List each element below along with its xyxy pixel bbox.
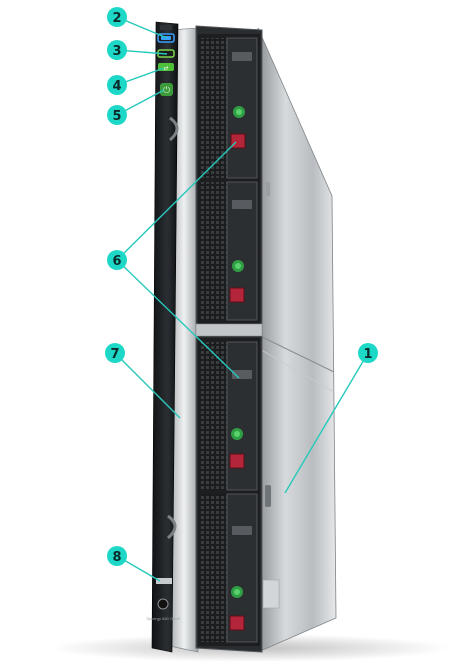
svg-text:3: 3 <box>112 44 121 59</box>
callout-line-6b <box>116 259 240 379</box>
drive-release-button[interactable] <box>232 52 252 61</box>
drive-activity-led-highlight <box>236 109 242 115</box>
drive-latch[interactable] <box>230 133 246 149</box>
drive-latch[interactable] <box>229 615 245 631</box>
svg-text:2: 2 <box>112 11 121 26</box>
side-rail <box>257 334 335 373</box>
handle-release-lever[interactable] <box>156 578 172 584</box>
callout-1: 1 <box>358 343 378 363</box>
svg-text:7: 7 <box>110 347 119 362</box>
callout-4: 4 <box>107 75 127 95</box>
section-divider <box>195 323 263 337</box>
power-icon: ⏻ <box>163 85 170 96</box>
drive-bay-3[interactable] <box>201 341 258 491</box>
handle-grip-upper[interactable] <box>168 116 179 142</box>
side-label-plate <box>262 579 280 609</box>
callout-7: 7 <box>105 343 125 363</box>
side-latch[interactable] <box>265 485 271 507</box>
drive-latch[interactable] <box>229 453 245 469</box>
front-handle[interactable] <box>151 21 179 653</box>
callout-line-7 <box>114 352 181 419</box>
handle-release-button[interactable] <box>157 598 169 610</box>
callout-5: 5 <box>107 105 127 125</box>
svg-text:1: 1 <box>363 347 372 362</box>
drive-activity-led-highlight <box>234 431 240 437</box>
drive-release-button[interactable] <box>232 200 252 209</box>
front-label: Synergy 660 Gen9 <box>146 616 180 621</box>
drive-activity-led-highlight <box>235 263 241 269</box>
svg-text:8: 8 <box>112 550 121 565</box>
callout-line-1 <box>284 352 369 494</box>
drive-bay-4[interactable] <box>201 493 258 643</box>
callout-8: 8 <box>107 546 127 566</box>
svg-text:6: 6 <box>112 254 121 269</box>
power-button[interactable] <box>160 83 173 96</box>
blade-side-panel <box>257 27 337 653</box>
drive-bay-2[interactable] <box>201 181 258 321</box>
drive-release-button[interactable] <box>232 526 252 535</box>
drive-latch[interactable] <box>229 287 245 303</box>
handle-grip-lower[interactable] <box>166 514 177 540</box>
nic-icon: ⇄ <box>163 65 168 72</box>
drive-activity-led-highlight <box>234 589 240 595</box>
top-logo-strip <box>160 25 172 30</box>
callout-6: 6 <box>107 250 127 270</box>
svg-text:5: 5 <box>112 109 121 124</box>
svg-text:4: 4 <box>112 79 121 94</box>
callout-3: 3 <box>107 40 127 60</box>
drive-bay-1[interactable] <box>201 37 258 179</box>
callout-2: 2 <box>107 7 127 27</box>
side-slot <box>266 182 270 196</box>
side-rail <box>257 347 335 393</box>
callout-line-6a <box>116 141 237 261</box>
